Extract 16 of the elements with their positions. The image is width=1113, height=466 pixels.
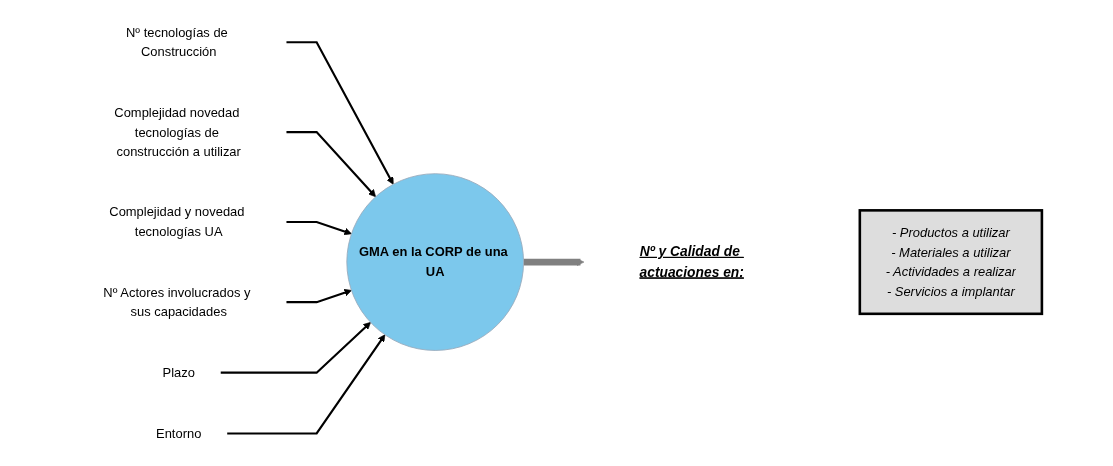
node-text: Plazo [162,364,195,380]
arrow [286,41,394,185]
node-text: Entorno [156,425,202,441]
arrow [523,258,585,266]
node-box: - Productos a utilizar - Materiales a utilizar - Actividades a realizar - Servicios a implantar [858,209,1044,316]
node-text: Nº tecnologías de Construcción [126,24,228,59]
node-circle: GMA en la CORP de una UA [346,173,525,351]
arrow [227,334,386,435]
node-text: Complejidad y novedad tecnologías UA [109,204,245,239]
node-text: Complejidad novedad tecnologías de construcción a utilizar [114,104,241,159]
node-text: Nº y Calidad de actuaciones en: [639,243,744,280]
arrow [220,322,371,374]
node-text: Nº Actores involucrados y sus capacidades [103,284,251,319]
arrow [286,220,352,236]
arrow [286,289,352,304]
arrow [286,131,377,198]
